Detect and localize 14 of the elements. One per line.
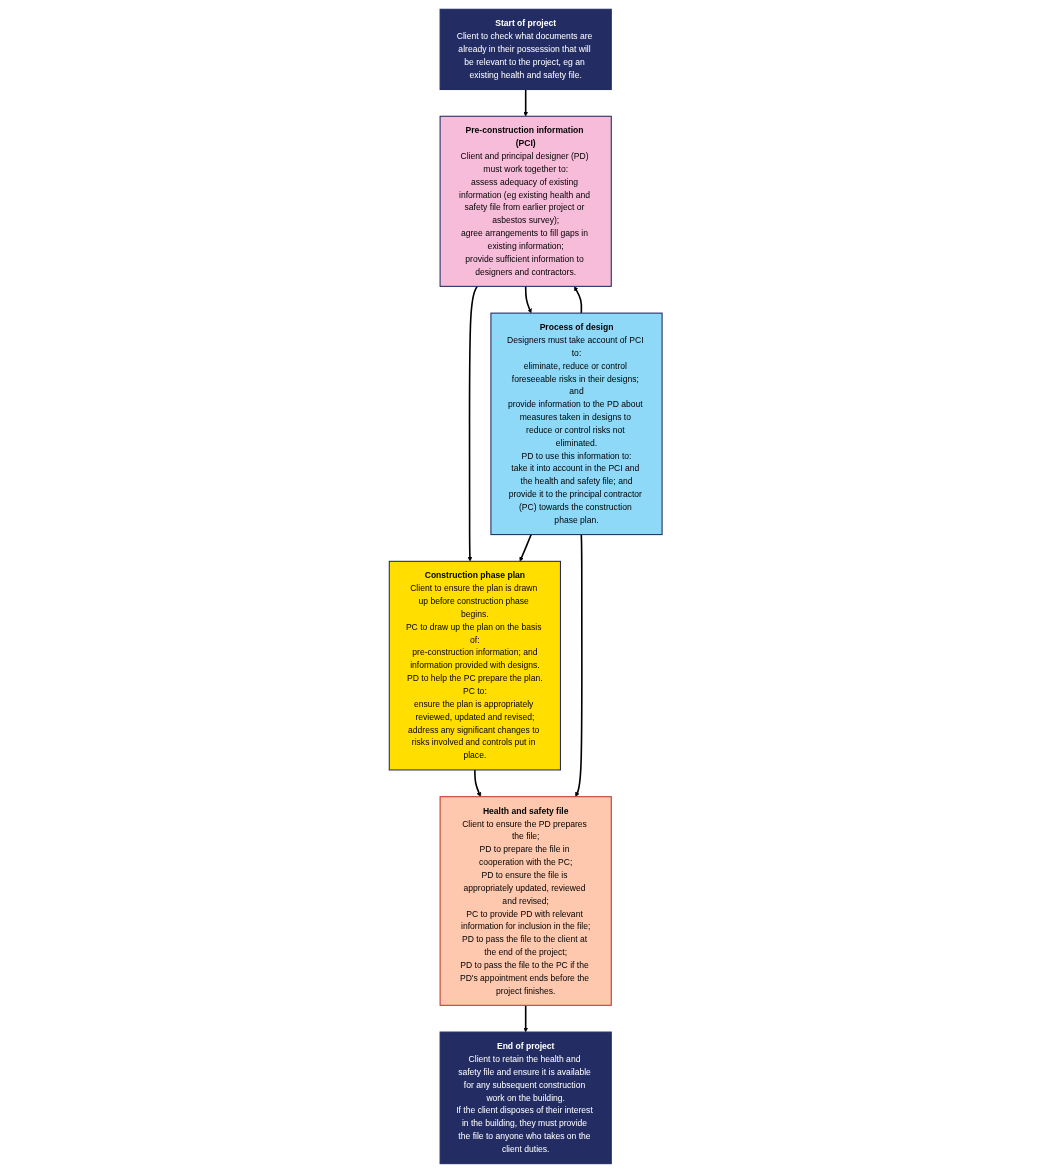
node-box: Start of project Client to check what documents are already in their possession that will be relevant to the project, eg an existing health and safety file. bbox=[439, 8, 612, 91]
arrow bbox=[523, 88, 528, 117]
arrow bbox=[467, 285, 478, 562]
arrow bbox=[524, 285, 532, 314]
arrow bbox=[573, 286, 583, 314]
arrow bbox=[519, 533, 532, 562]
node-box: Pre-construction information (PCI) Client and principal designer (PD) must work together to: assess adequacy of existing information (eg existing health and safety file from earlier project or asbestos survey); agree arrangements to fill gaps in existing information; provide sufficient information to designers and contractors. bbox=[439, 115, 612, 287]
node-box: Construction phase plan Client to ensure the plan is drawn up before construction phase begins. PC to draw up the plan on the basis of: pre-construction information; and information provided with designs. PD to help the PC prepare the plan. PC to: ensure the plan is appropriately reviewed, updated and revised; address any significant changes to risks involved and controls put in place. bbox=[388, 560, 561, 771]
arrow bbox=[575, 533, 583, 797]
node-box: Health and safety file Client to ensure the PD prepares the file; PD to prepare the file in cooperation with the PC; PD to ensure the file is appropriately updated, reviewed and revised; PC to provide PD with relevant information for inclusion in the file; PD to pass the file to the client at the end of the project; PD to pass the file to the PC if the PD's appointment ends before the project finishes. bbox=[439, 796, 612, 1006]
arrow bbox=[473, 769, 481, 797]
arrow bbox=[523, 1004, 528, 1033]
node-box: End of project Client to retain the health and safety file and ensure it is available for any subsequent construction work on the building. If the client disposes of their interest in the building, they must provide the file to anyone who takes on the client duties. bbox=[439, 1031, 612, 1165]
node-box: Process of design Designers must take account of PCI to: eliminate, reduce or control foreseeable risks in their designs; and provide information to the PD about measures taken in designs to reduce or control risks not eliminated. PD to use this information to: take it into account in the PCI and the health and safety file; and provide it to the principal contractor (PC) towards the construction phase plan. bbox=[490, 312, 663, 536]
